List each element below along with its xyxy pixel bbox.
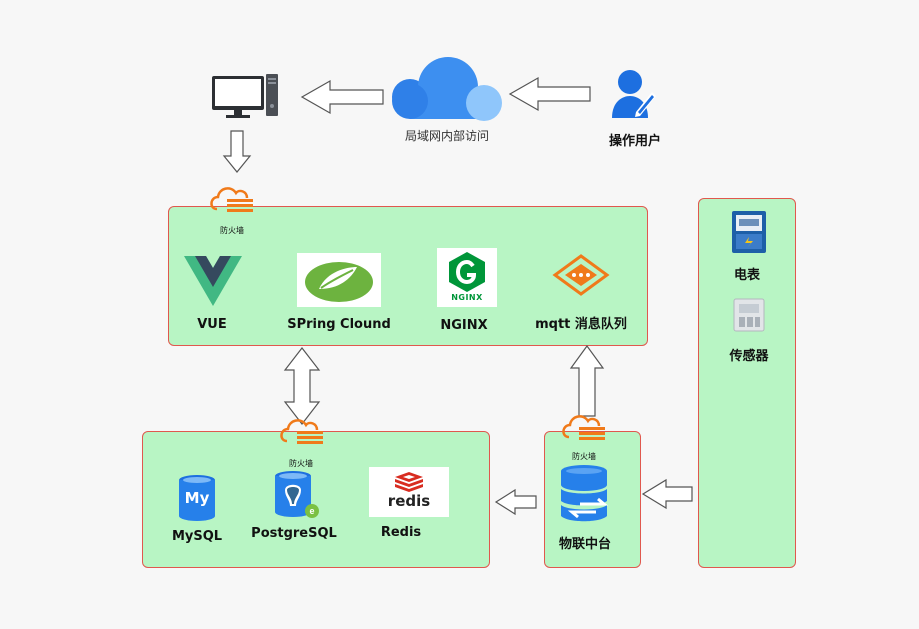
mysql-logo-text: My xyxy=(184,489,210,507)
firewall-icon xyxy=(280,419,323,444)
arrow-user-to-cloud xyxy=(508,76,591,112)
postgresql-label: PostgreSQL xyxy=(251,526,337,541)
arrow-app-data-bidirectional xyxy=(283,347,321,425)
mysql-label: MySQL xyxy=(171,529,223,544)
redis-cube-icon xyxy=(395,472,423,492)
firewall-icon xyxy=(562,415,605,440)
spring-leaf-icon xyxy=(305,262,373,302)
vue-logo-icon xyxy=(184,256,242,306)
nginx-logo-text: NGINX xyxy=(451,293,483,302)
sensor-icon xyxy=(733,298,765,332)
nginx-logo-icon xyxy=(449,252,485,292)
iot-database-icon xyxy=(561,465,609,522)
mqtt-logo-icon xyxy=(552,254,610,296)
computer-icon xyxy=(212,74,278,118)
arrow-devices-to-iot xyxy=(641,478,693,510)
redis-logo-tile: redis xyxy=(369,467,449,517)
meter-label: 电表 xyxy=(733,268,761,283)
nginx-label: NGINX xyxy=(440,318,488,333)
mqtt-label: mqtt 消息队列 xyxy=(535,317,627,332)
redis-logo-text: redis xyxy=(387,492,431,510)
firewall-label: 防火墙 xyxy=(289,459,313,468)
firewall-label: 防火墙 xyxy=(220,226,244,235)
devices-panel xyxy=(698,198,796,568)
mysql-logo-icon: My xyxy=(178,474,216,522)
spring-label: SPring Clound xyxy=(287,317,391,332)
firewall-label: 防火墙 xyxy=(572,452,596,461)
cloud-icon xyxy=(392,57,502,121)
user-icon xyxy=(612,70,656,118)
arrow-iot-to-data xyxy=(494,488,537,516)
spring-logo-tile xyxy=(297,253,381,307)
iot-label: 物联中台 xyxy=(558,537,612,552)
electric-meter-icon xyxy=(732,211,766,253)
vue-label: VUE xyxy=(197,317,227,332)
firewall-icon xyxy=(210,187,253,212)
nginx-logo-tile: NGINX xyxy=(437,248,497,307)
cloud-label: 局域网内部访问 xyxy=(404,129,490,143)
sensor-label: 传感器 xyxy=(729,349,769,364)
arrow-computer-to-app xyxy=(222,130,252,173)
redis-label: Redis xyxy=(380,525,422,540)
arrow-iot-to-mqtt xyxy=(569,344,605,417)
user-label: 操作用户 xyxy=(608,134,662,149)
arrow-cloud-to-computer xyxy=(300,79,384,115)
svg-text:e: e xyxy=(309,506,314,516)
postgresql-logo-icon: e xyxy=(275,471,319,518)
